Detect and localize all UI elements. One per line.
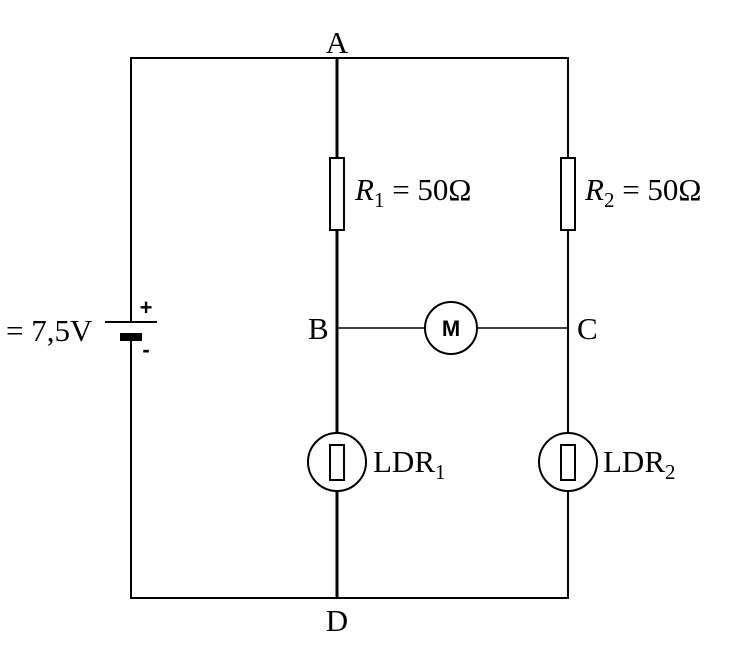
battery-minus-sign: - [142,337,149,362]
resistor-r2-label: R2 = 50Ω [584,172,701,212]
battery: + - = 7,5V [6,295,157,362]
motor-label: M [442,316,460,341]
resistor-r2: R2 = 50Ω [560,157,701,231]
resistor-r2-value: = 50Ω [614,172,701,207]
node-d-label: D [326,603,348,638]
ldr2-subscript: 2 [665,460,676,484]
node-b-label: B [308,311,329,346]
motor-circle [424,301,478,355]
ldr1-subscript: 1 [435,460,446,484]
node-c-label: C [577,311,598,346]
node-a-label: A [326,25,349,60]
resistor-r2-symbol: R [584,172,604,207]
motor: M [424,301,478,355]
ldr2-label: LDR2 [603,444,676,484]
resistor-r1-symbol: R [354,172,374,207]
ldr1-body [329,444,345,481]
resistor-r2-subscript: 2 [604,188,615,212]
resistor-r1-label: R1 = 50Ω [354,172,471,212]
ldr2: LDR2 [538,432,676,492]
ldr2-body [560,444,576,481]
resistor-r1-value: = 50Ω [384,172,471,207]
resistor-r2-body [560,157,576,231]
ldr1-name: LDR [373,444,435,479]
battery-negative-plate [120,333,142,341]
battery-plus-sign: + [140,295,153,320]
ldr1-label: LDR1 [373,444,446,484]
resistor-r1-subscript: 1 [374,188,385,212]
ldr1: LDR1 [307,432,446,492]
ldr2-name: LDR [603,444,665,479]
resistor-r1: R1 = 50Ω [329,157,471,231]
battery-voltage-label: = 7,5V [6,313,93,348]
resistor-r1-body [329,157,345,231]
